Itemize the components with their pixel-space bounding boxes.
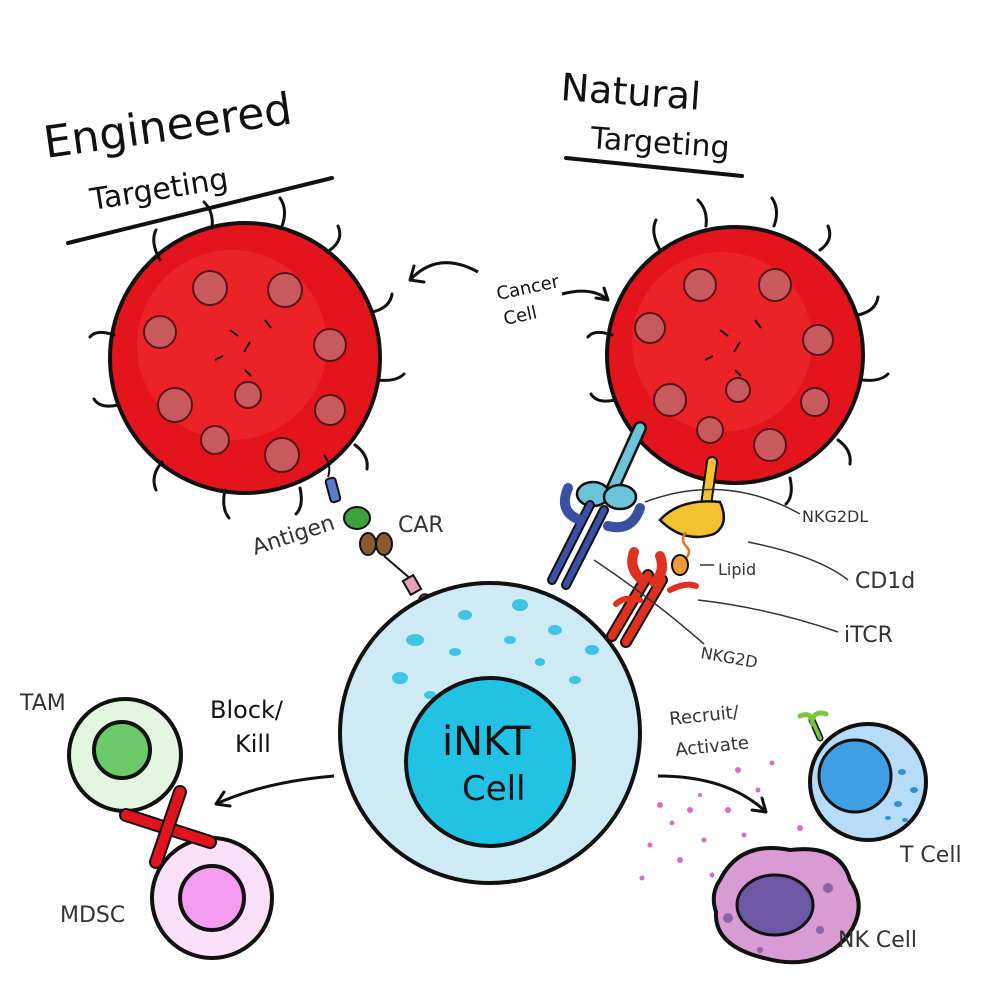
tam-label: TAM: [19, 691, 66, 716]
tam-cell: TAM: [19, 691, 183, 813]
cancer-cell-label-line2: Cell: [502, 302, 539, 330]
nkg2dl-stalk: [607, 423, 645, 495]
car-hinge-right: [375, 532, 393, 556]
heading-engineered-underline: [66, 176, 334, 245]
lipid-tail: [681, 531, 691, 559]
cd1d-stalk: [702, 458, 716, 509]
cross-bar-2: [151, 787, 185, 867]
engineered-targeting-heading: Engineered Targeting: [40, 84, 334, 245]
t-cell-nucleus: [817, 738, 893, 814]
block-label-line1: Block/: [210, 696, 284, 724]
lipid-label: Lipid: [718, 560, 756, 579]
nk-cell: NK Cell: [711, 846, 917, 965]
nkg2dl-pointer: [644, 488, 801, 515]
car-binding-domain: [343, 506, 371, 530]
antigen-stalk: [323, 454, 331, 478]
nkg2d-pointer: [593, 559, 705, 645]
arrow-to-suppressor-cells: [215, 774, 335, 806]
car-stalk: [383, 555, 413, 581]
block-kill-annotation: Block/ Kill: [210, 696, 335, 808]
t-cell-label: T Cell: [899, 843, 962, 868]
cd1d-groove: [658, 500, 726, 539]
heading-engineered-text: Engineered: [40, 84, 295, 169]
t-cell-receptor-head: [797, 710, 829, 729]
itcr-arms: [608, 571, 666, 646]
mdsc-label: MDSC: [60, 903, 125, 928]
nk-cell-nucleus: [735, 873, 815, 937]
inkt-cell: iNKT Cell: [338, 581, 642, 885]
cd1d-molecule: [658, 456, 726, 539]
recruit-label-line1: Recruit/: [668, 702, 740, 730]
cancer-cell-left-tendrils: [88, 196, 406, 520]
lipid-molecule: [671, 531, 691, 576]
natural-targeting-heading: Natural Targeting: [559, 65, 744, 178]
cancer-cell-left-internal-marks: [214, 319, 272, 377]
cd1d-label: CD1d: [855, 569, 915, 594]
block-cross: [119, 785, 217, 869]
nkg2d-cup: [560, 483, 645, 533]
itcr-pointer: [697, 599, 839, 633]
arrow-to-right-cancer-cell-head: [594, 286, 610, 302]
inkt-label-line1: iNKT: [442, 719, 531, 765]
arrow-to-effector-cells: [657, 774, 768, 814]
antigen-label: Antigen: [249, 511, 338, 561]
nkg2d-label: NKG2D: [699, 643, 759, 672]
cancer-cell-left-spots: [143, 270, 347, 473]
cancer-cell-right-internal-marks: [704, 319, 762, 377]
car-hinge-left: [359, 532, 377, 556]
cancer-cell-right-spots: [634, 268, 834, 462]
inkt-label-line2: Cell: [462, 769, 526, 809]
nk-cell-label: NK Cell: [838, 928, 917, 953]
cancer-cell-right-tendrils: [586, 196, 890, 506]
lipid-head: [671, 554, 689, 576]
cytokine-dots: [639, 760, 803, 881]
recruit-label-line2: Activate: [674, 732, 750, 761]
antigen-shape: [324, 476, 342, 504]
cd1d-pointer: [747, 541, 849, 581]
arrow-to-left-cancer-cell: [408, 261, 479, 282]
heading-natural-targeting-text: Targeting: [588, 121, 730, 166]
cancer-cell-right: [586, 196, 890, 506]
heading-natural-underline: [564, 156, 744, 178]
nkg2dl-head-right: [602, 483, 638, 511]
inkt-nucleus: [404, 676, 576, 848]
car-transmembrane: [401, 573, 423, 597]
t-cell-granules: [885, 769, 918, 822]
nkg2d-receptor: [547, 483, 645, 590]
nkg2dl-label: NKG2DL: [802, 507, 868, 526]
tam-nucleus: [92, 720, 152, 780]
natural-targeting-labels: NKG2DL CD1d Lipid iTCR NKG2D: [593, 488, 915, 672]
nkg2dl-ligand: [575, 421, 647, 511]
block-label-line2: Kill: [235, 730, 271, 758]
itcr-constant-domain: [613, 581, 699, 607]
car-label: CAR: [398, 513, 444, 538]
mdsc-nucleus: [178, 864, 246, 932]
cancer-cell-label: Cancer Cell: [408, 261, 610, 330]
nk-cell-granules: [723, 883, 833, 953]
heading-natural-text: Natural: [559, 65, 702, 119]
itcr-variable-domain: [627, 547, 667, 587]
mdsc-cell: MDSC: [60, 836, 274, 960]
arrow-to-right-cancer-cell: [561, 289, 609, 302]
itcr-receptor: [606, 547, 699, 648]
itcr-label: iTCR: [844, 623, 893, 648]
inkt-granules: [392, 599, 599, 699]
arrow-to-suppressor-cells-head: [214, 790, 232, 808]
t-cell: T Cell: [797, 710, 962, 868]
cancer-cell-label-line1: Cancer: [495, 271, 562, 305]
cancer-cell-left: [88, 196, 406, 520]
arrow-to-left-cancer-cell-head: [408, 264, 426, 284]
arrow-to-effector-cells-head: [750, 796, 768, 814]
